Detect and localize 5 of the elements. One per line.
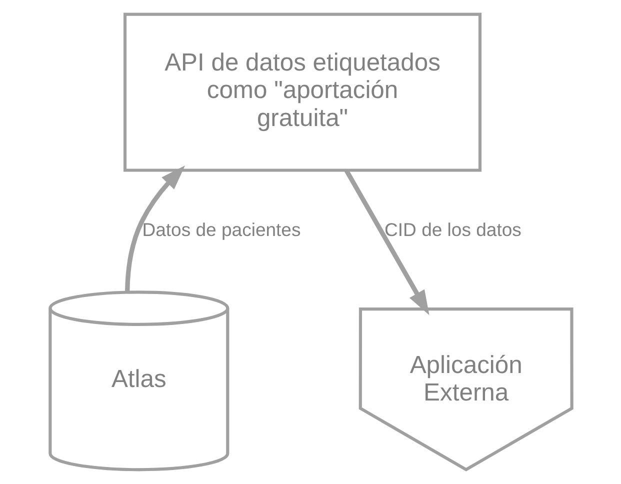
edge-label: Datos de pacientes	[142, 218, 300, 240]
node-box: API de datos etiquetados como "aportación gratuita"	[122, 12, 482, 172]
edge-label: CID de los datos	[384, 218, 521, 240]
arrow	[344, 169, 429, 316]
arrow	[124, 166, 185, 292]
